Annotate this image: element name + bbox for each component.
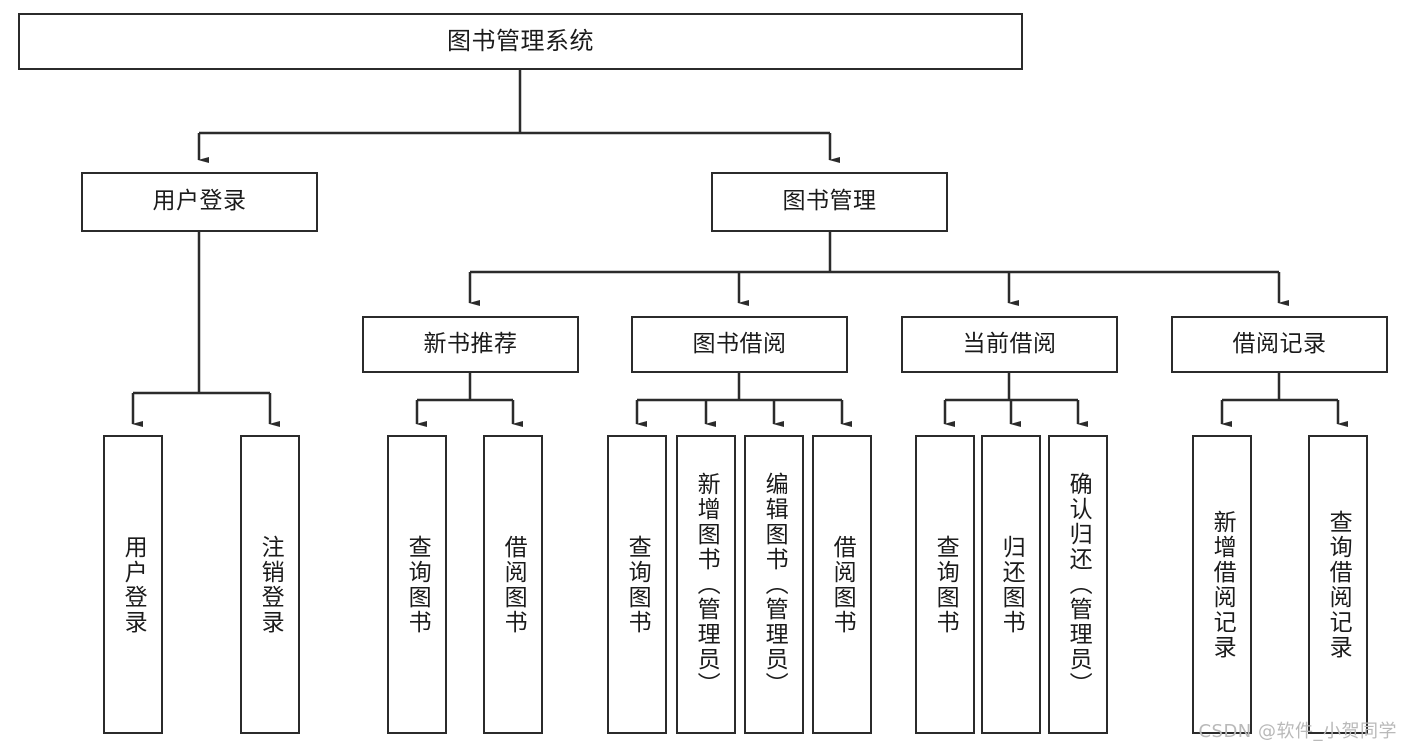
node-book-management[interactable]: 图书管理 <box>711 172 948 232</box>
node-label: 查询借阅记录 <box>1325 509 1352 660</box>
leaf-current-return-book[interactable]: 归还图书 <box>981 435 1041 734</box>
node-label: 当前借阅 <box>962 330 1057 357</box>
leaf-current-query-book[interactable]: 查询图书 <box>915 435 975 734</box>
node-label: 注销登录 <box>257 534 284 635</box>
node-borrow-records[interactable]: 借阅记录 <box>1171 316 1388 373</box>
leaf-new-book-borrow[interactable]: 借阅图书 <box>483 435 543 734</box>
node-current-borrow[interactable]: 当前借阅 <box>901 316 1118 373</box>
node-label: 图书管理 <box>782 188 877 215</box>
leaf-borrow-query-book[interactable]: 查询图书 <box>607 435 667 734</box>
node-label: 用户登录 <box>120 534 147 635</box>
node-label: 图书管理系统 <box>447 27 594 56</box>
node-label: 确认归还（管理员） <box>1065 472 1092 697</box>
node-label: 查询图书 <box>624 534 651 635</box>
node-root-system[interactable]: 图书管理系统 <box>18 13 1023 70</box>
node-label: 借阅图书 <box>500 534 527 635</box>
leaf-records-add-record[interactable]: 新增借阅记录 <box>1192 435 1252 734</box>
leaf-borrow-edit-book-admin[interactable]: 编辑图书（管理员） <box>744 435 804 734</box>
node-label: 编辑图书（管理员） <box>761 472 788 697</box>
node-user-login[interactable]: 用户登录 <box>81 172 318 232</box>
leaf-new-book-query[interactable]: 查询图书 <box>387 435 447 734</box>
node-label: 新增借阅记录 <box>1209 509 1236 660</box>
node-label: 查询图书 <box>404 534 431 635</box>
node-label: 用户登录 <box>152 188 247 215</box>
leaf-current-confirm-return-admin[interactable]: 确认归还（管理员） <box>1048 435 1108 734</box>
node-label: 图书借阅 <box>692 330 787 357</box>
node-label: 借阅记录 <box>1232 330 1327 357</box>
node-book-borrow[interactable]: 图书借阅 <box>631 316 848 373</box>
csdn-watermark: CSDN @软件_小贺同学 <box>1198 721 1397 742</box>
node-label: 新书推荐 <box>423 330 518 357</box>
leaf-user-login-login[interactable]: 用户登录 <box>103 435 163 734</box>
node-label: 归还图书 <box>998 534 1025 635</box>
leaf-records-query-record[interactable]: 查询借阅记录 <box>1308 435 1368 734</box>
leaf-borrow-add-book-admin[interactable]: 新增图书（管理员） <box>676 435 736 734</box>
node-new-book-recommend[interactable]: 新书推荐 <box>362 316 579 373</box>
node-label: 查询图书 <box>932 534 959 635</box>
node-label: 新增图书（管理员） <box>693 472 720 697</box>
leaf-borrow-borrow-book[interactable]: 借阅图书 <box>812 435 872 734</box>
node-label: 借阅图书 <box>829 534 856 635</box>
leaf-user-login-logout[interactable]: 注销登录 <box>240 435 300 734</box>
